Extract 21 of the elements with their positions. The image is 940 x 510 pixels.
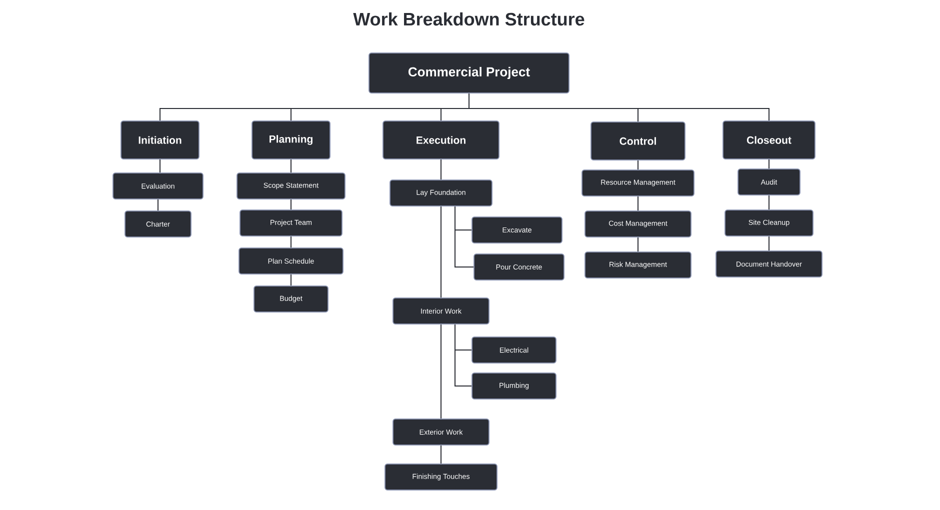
connector-line [290, 159, 292, 173]
connector-line [768, 159, 770, 169]
connector-line [440, 445, 442, 464]
phase-box: Control [590, 122, 686, 160]
connector-line [290, 236, 292, 248]
connector-line [440, 206, 442, 298]
connector-line [290, 274, 292, 286]
connector-line [440, 324, 442, 419]
connector-line [290, 199, 292, 210]
connector-line [768, 195, 770, 210]
connector-line [768, 236, 770, 251]
phase-box: Planning [252, 120, 330, 160]
phase-box: Initiation [120, 120, 200, 160]
connector-line [454, 324, 472, 386]
root-box: Commercial Project [368, 52, 570, 94]
phase-box: Closeout [722, 120, 816, 160]
connector-line [440, 159, 442, 180]
connector-line [468, 93, 770, 121]
title: Work Breakdown Structure [353, 12, 584, 26]
phase-box: Execution [382, 120, 500, 160]
connector-line [454, 206, 474, 268]
